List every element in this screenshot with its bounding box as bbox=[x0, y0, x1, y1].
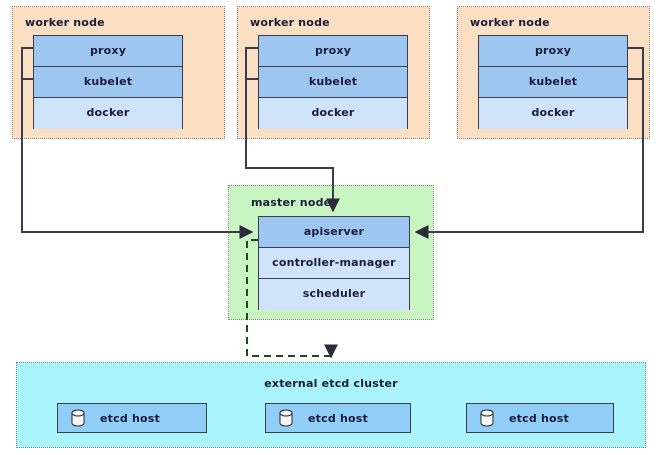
etcd-host-1-label: etcd host bbox=[100, 411, 160, 425]
worker-node-3-component-stack: proxy kubelet docker bbox=[478, 35, 628, 129]
external-etcd-cluster-label: external etcd cluster bbox=[264, 377, 398, 390]
etcd-host-3-label: etcd host bbox=[509, 411, 569, 425]
database-cylinder-icon bbox=[71, 409, 85, 427]
worker-node-3-kubelet[interactable]: kubelet bbox=[479, 67, 627, 98]
worker-node-1-docker[interactable]: docker bbox=[34, 98, 182, 129]
master-node-controller-manager[interactable]: controller-manager bbox=[259, 248, 409, 279]
worker-node-1-component-stack: proxy kubelet docker bbox=[33, 35, 183, 129]
etcd-host-3[interactable]: etcd host bbox=[466, 403, 614, 433]
etcd-host-2-label: etcd host bbox=[308, 411, 368, 425]
master-node-apiserver[interactable]: apiserver bbox=[259, 217, 409, 248]
worker-node-1-kubelet[interactable]: kubelet bbox=[34, 67, 182, 98]
worker-node-1-label: worker node bbox=[25, 16, 105, 29]
worker-node-2-component-stack: proxy kubelet docker bbox=[258, 35, 408, 129]
worker-node-3-label: worker node bbox=[470, 16, 550, 29]
master-node-scheduler[interactable]: scheduler bbox=[259, 279, 409, 310]
worker-node-2-docker[interactable]: docker bbox=[259, 98, 407, 129]
worker-node-3-docker[interactable]: docker bbox=[479, 98, 627, 129]
worker-node-1-proxy[interactable]: proxy bbox=[34, 36, 182, 67]
master-node-label: master node bbox=[251, 196, 332, 209]
etcd-host-2[interactable]: etcd host bbox=[265, 403, 411, 433]
master-node-component-stack: apiserver controller-manager scheduler bbox=[258, 216, 410, 310]
worker-node-2-label: worker node bbox=[250, 16, 330, 29]
worker-node-3-proxy[interactable]: proxy bbox=[479, 36, 627, 67]
database-cylinder-icon bbox=[279, 409, 293, 427]
database-cylinder-icon bbox=[480, 409, 494, 427]
worker-node-2-kubelet[interactable]: kubelet bbox=[259, 67, 407, 98]
worker-node-2-proxy[interactable]: proxy bbox=[259, 36, 407, 67]
etcd-host-1[interactable]: etcd host bbox=[57, 403, 207, 433]
